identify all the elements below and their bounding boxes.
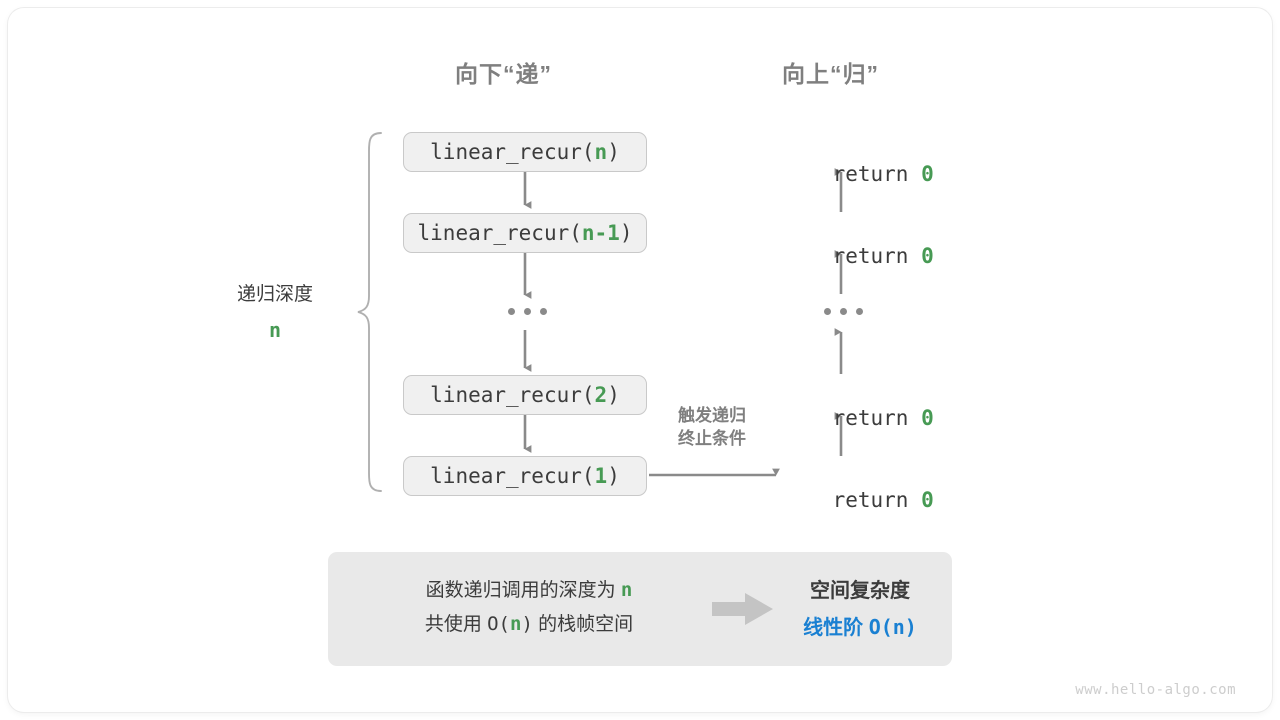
summary-panel: 函数递归调用的深度为 n 共使用 O(n) 的栈帧空间 空间复杂度 线性阶 O(…: [328, 552, 952, 666]
return-value: 0: [921, 488, 934, 512]
call-arg: n-1: [581, 221, 620, 245]
summary-line2-text: 共使用: [424, 613, 488, 635]
call-prefix: linear_recur(: [430, 140, 595, 164]
summary-line2-o: O(: [487, 612, 510, 635]
summary-line1-text: 函数递归调用的深度为: [425, 580, 621, 601]
base-case-note: 触发递归 终止条件: [648, 404, 776, 451]
call-prefix: linear_recur(: [430, 464, 595, 488]
summary-conclusion: 空间复杂度 线性阶 O(n): [780, 574, 940, 646]
summary-description: 函数递归调用的深度为 n 共使用 O(n) 的栈帧空间: [354, 574, 704, 642]
recursion-depth-label: 递归深度 n: [190, 280, 360, 346]
arrow-right-block-icon: [712, 593, 773, 625]
call-arg: 1: [594, 464, 608, 488]
return-statement: return 0: [782, 464, 934, 536]
call-prefix: linear_recur(: [430, 383, 595, 407]
call-suffix: ): [607, 464, 620, 488]
summary-line2-tail: 的栈帧空间: [532, 613, 634, 635]
call-frame-box[interactable]: linear_recur(n-1): [403, 213, 647, 253]
return-keyword: return: [832, 162, 922, 186]
recursion-depth-value: n: [268, 318, 282, 343]
watermark: www.hello-algo.com: [1075, 682, 1236, 698]
base-case-note-line1: 触发递归: [678, 406, 746, 425]
call-frame-box[interactable]: linear_recur(n): [403, 132, 647, 172]
recursion-depth-text: 递归深度: [236, 284, 313, 305]
return-value: 0: [921, 406, 934, 430]
return-statement: return 0: [782, 382, 934, 454]
call-suffix: ): [619, 221, 633, 245]
return-value: 0: [921, 162, 934, 186]
return-keyword: return: [832, 244, 922, 268]
complexity-value: 线性阶 O(n): [780, 610, 940, 647]
return-keyword: return: [832, 406, 922, 430]
call-suffix: ): [607, 383, 620, 407]
heading-ascend: 向上“归”: [782, 61, 879, 87]
complexity-value-notation: O(n): [868, 614, 917, 639]
complexity-value-text: 线性阶: [803, 616, 869, 639]
summary-line2-n: n: [509, 612, 522, 635]
return-statement: return 0: [782, 138, 934, 210]
summary-line1-n: n: [620, 579, 633, 601]
call-arg: 2: [594, 383, 608, 407]
return-keyword: return: [832, 488, 922, 512]
call-frame-box[interactable]: linear_recur(2): [403, 375, 647, 415]
ellipsis-descend: [508, 308, 547, 315]
base-case-note-line2: 终止条件: [678, 429, 746, 449]
call-suffix: ): [607, 140, 620, 164]
summary-line2-close: ): [521, 612, 533, 635]
call-frame-box[interactable]: linear_recur(1): [403, 456, 647, 496]
call-prefix: linear_recur(: [417, 221, 582, 245]
return-value: 0: [921, 244, 934, 268]
return-statement: return 0: [782, 220, 934, 292]
call-arg: n: [594, 140, 608, 164]
ellipsis-ascend: [824, 308, 863, 315]
heading-descend: 向下“递”: [455, 61, 552, 87]
complexity-title: 空间复杂度: [810, 580, 910, 602]
